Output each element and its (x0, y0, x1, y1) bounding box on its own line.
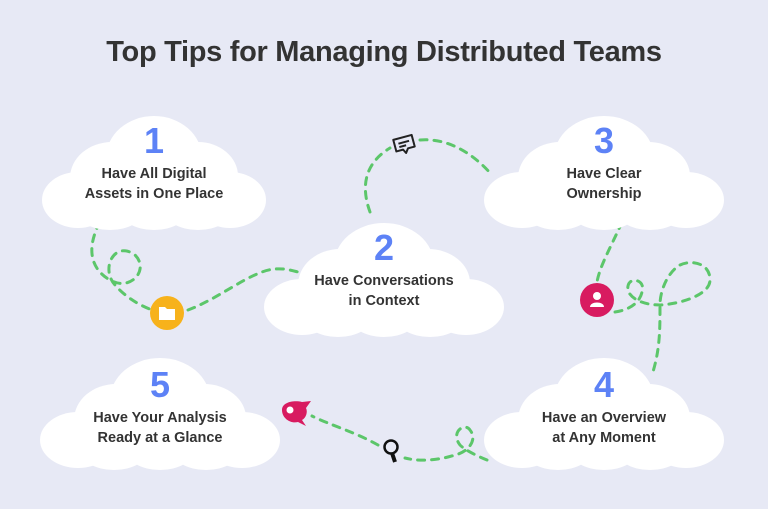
cloud-shape (484, 116, 724, 230)
path-4-to-search (403, 425, 489, 462)
path-chat-to-3 (418, 138, 494, 177)
user-icon (580, 283, 614, 317)
chat-bubble-icon (392, 133, 416, 154)
tip-number: 5 (149, 364, 171, 405)
folder-icon (150, 296, 184, 330)
tip-number: 4 (593, 364, 615, 405)
tip-cloud-4: 4 Have an Overview at Any Moment (482, 352, 726, 472)
path-folder-to-2 (186, 267, 300, 312)
path-search-to-rocket (310, 414, 380, 447)
tip-label-line1: Have an Overview (541, 410, 667, 426)
tip-label-line1: Have Your Analysis (93, 410, 227, 426)
tip-label-line1: Have Clear (566, 166, 642, 182)
cloud-shape (40, 358, 280, 470)
path-1-to-2 (90, 220, 160, 314)
tip-label-line2: at Any Moment (552, 430, 656, 446)
cloud-shape (484, 358, 724, 470)
tip-label-line2: Assets in One Place (84, 186, 224, 202)
rocket-icon (282, 401, 311, 426)
tip-number: 1 (143, 120, 165, 161)
tip-cloud-3: 3 Have Clear Ownership (482, 108, 726, 233)
page-title: Top Tips for Managing Distributed Teams (106, 36, 662, 68)
path-3-to-user (595, 220, 624, 284)
tip-cloud-1: 1 Have All Digital Assets in One Place (40, 108, 268, 233)
tip-label-line1: Have Conversations (314, 273, 454, 289)
tip-cloud-5: 5 Have Your Analysis Ready at a Glance (40, 352, 280, 472)
tip-label-line2: in Context (348, 293, 420, 309)
tip-label-line2: Ownership (566, 186, 642, 202)
cloud-shape (42, 116, 266, 230)
magnifier-icon (383, 439, 399, 463)
cloud-shape (264, 223, 504, 337)
tip-number: 3 (593, 120, 615, 161)
path-2-to-3 (364, 146, 392, 214)
tip-number: 2 (373, 227, 395, 268)
path-user-to-4 (613, 261, 712, 377)
tip-label-line1: Have All Digital (101, 166, 207, 182)
tip-label-line2: Ready at a Glance (97, 430, 223, 446)
tip-cloud-2: 2 Have Conversations in Context (262, 215, 506, 340)
